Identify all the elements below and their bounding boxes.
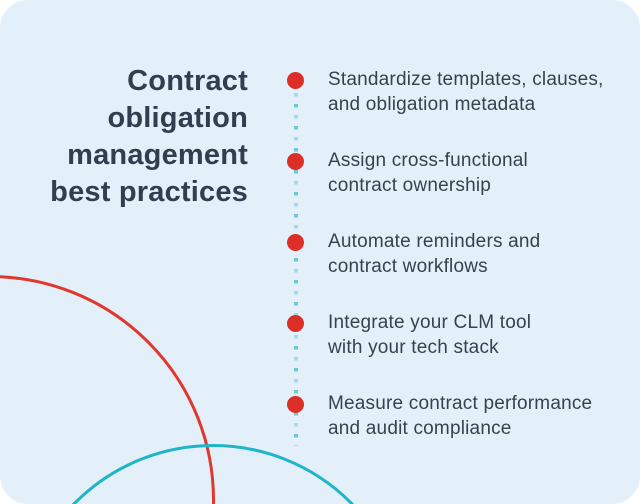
item-text-line: contract workflows [328, 255, 488, 277]
timeline-dashed-line [294, 82, 298, 446]
list-item: Standardize templates, clauses, and obli… [287, 68, 604, 117]
bullet-dot-icon [287, 71, 304, 89]
bullet-dot-icon [287, 314, 304, 332]
title-line: Contract [127, 65, 248, 97]
item-text-line: Assign cross-functional [328, 150, 528, 171]
bullet-dot-icon [287, 152, 304, 170]
bullet-dot-icon [287, 233, 304, 251]
title-line: obligation [107, 102, 248, 134]
list-item: Integrate your CLM tool with your tech s… [287, 311, 532, 360]
item-text-line: Standardize templates, clauses, [328, 69, 604, 90]
item-text-line: Automate reminders and [328, 231, 541, 252]
item-text-line: with your tech stack [328, 336, 499, 358]
item-text-line: and obligation metadata [328, 93, 536, 115]
title-line: best practices [50, 176, 248, 208]
item-text-line: contract ownership [328, 174, 492, 196]
item-text-line: Measure contract performance [328, 393, 593, 414]
list-item: Automate reminders and contract workflow… [287, 230, 541, 279]
title-line: management [67, 139, 248, 171]
bullet-dot-icon [287, 395, 304, 413]
list-item: Assign cross-functional contract ownersh… [287, 149, 528, 198]
item-text-line: and audit compliance [328, 417, 512, 439]
list-item: Measure contract performance and audit c… [287, 392, 593, 441]
page-title: Contract obligation management best prac… [50, 63, 248, 211]
item-text-line: Integrate your CLM tool [328, 312, 532, 333]
